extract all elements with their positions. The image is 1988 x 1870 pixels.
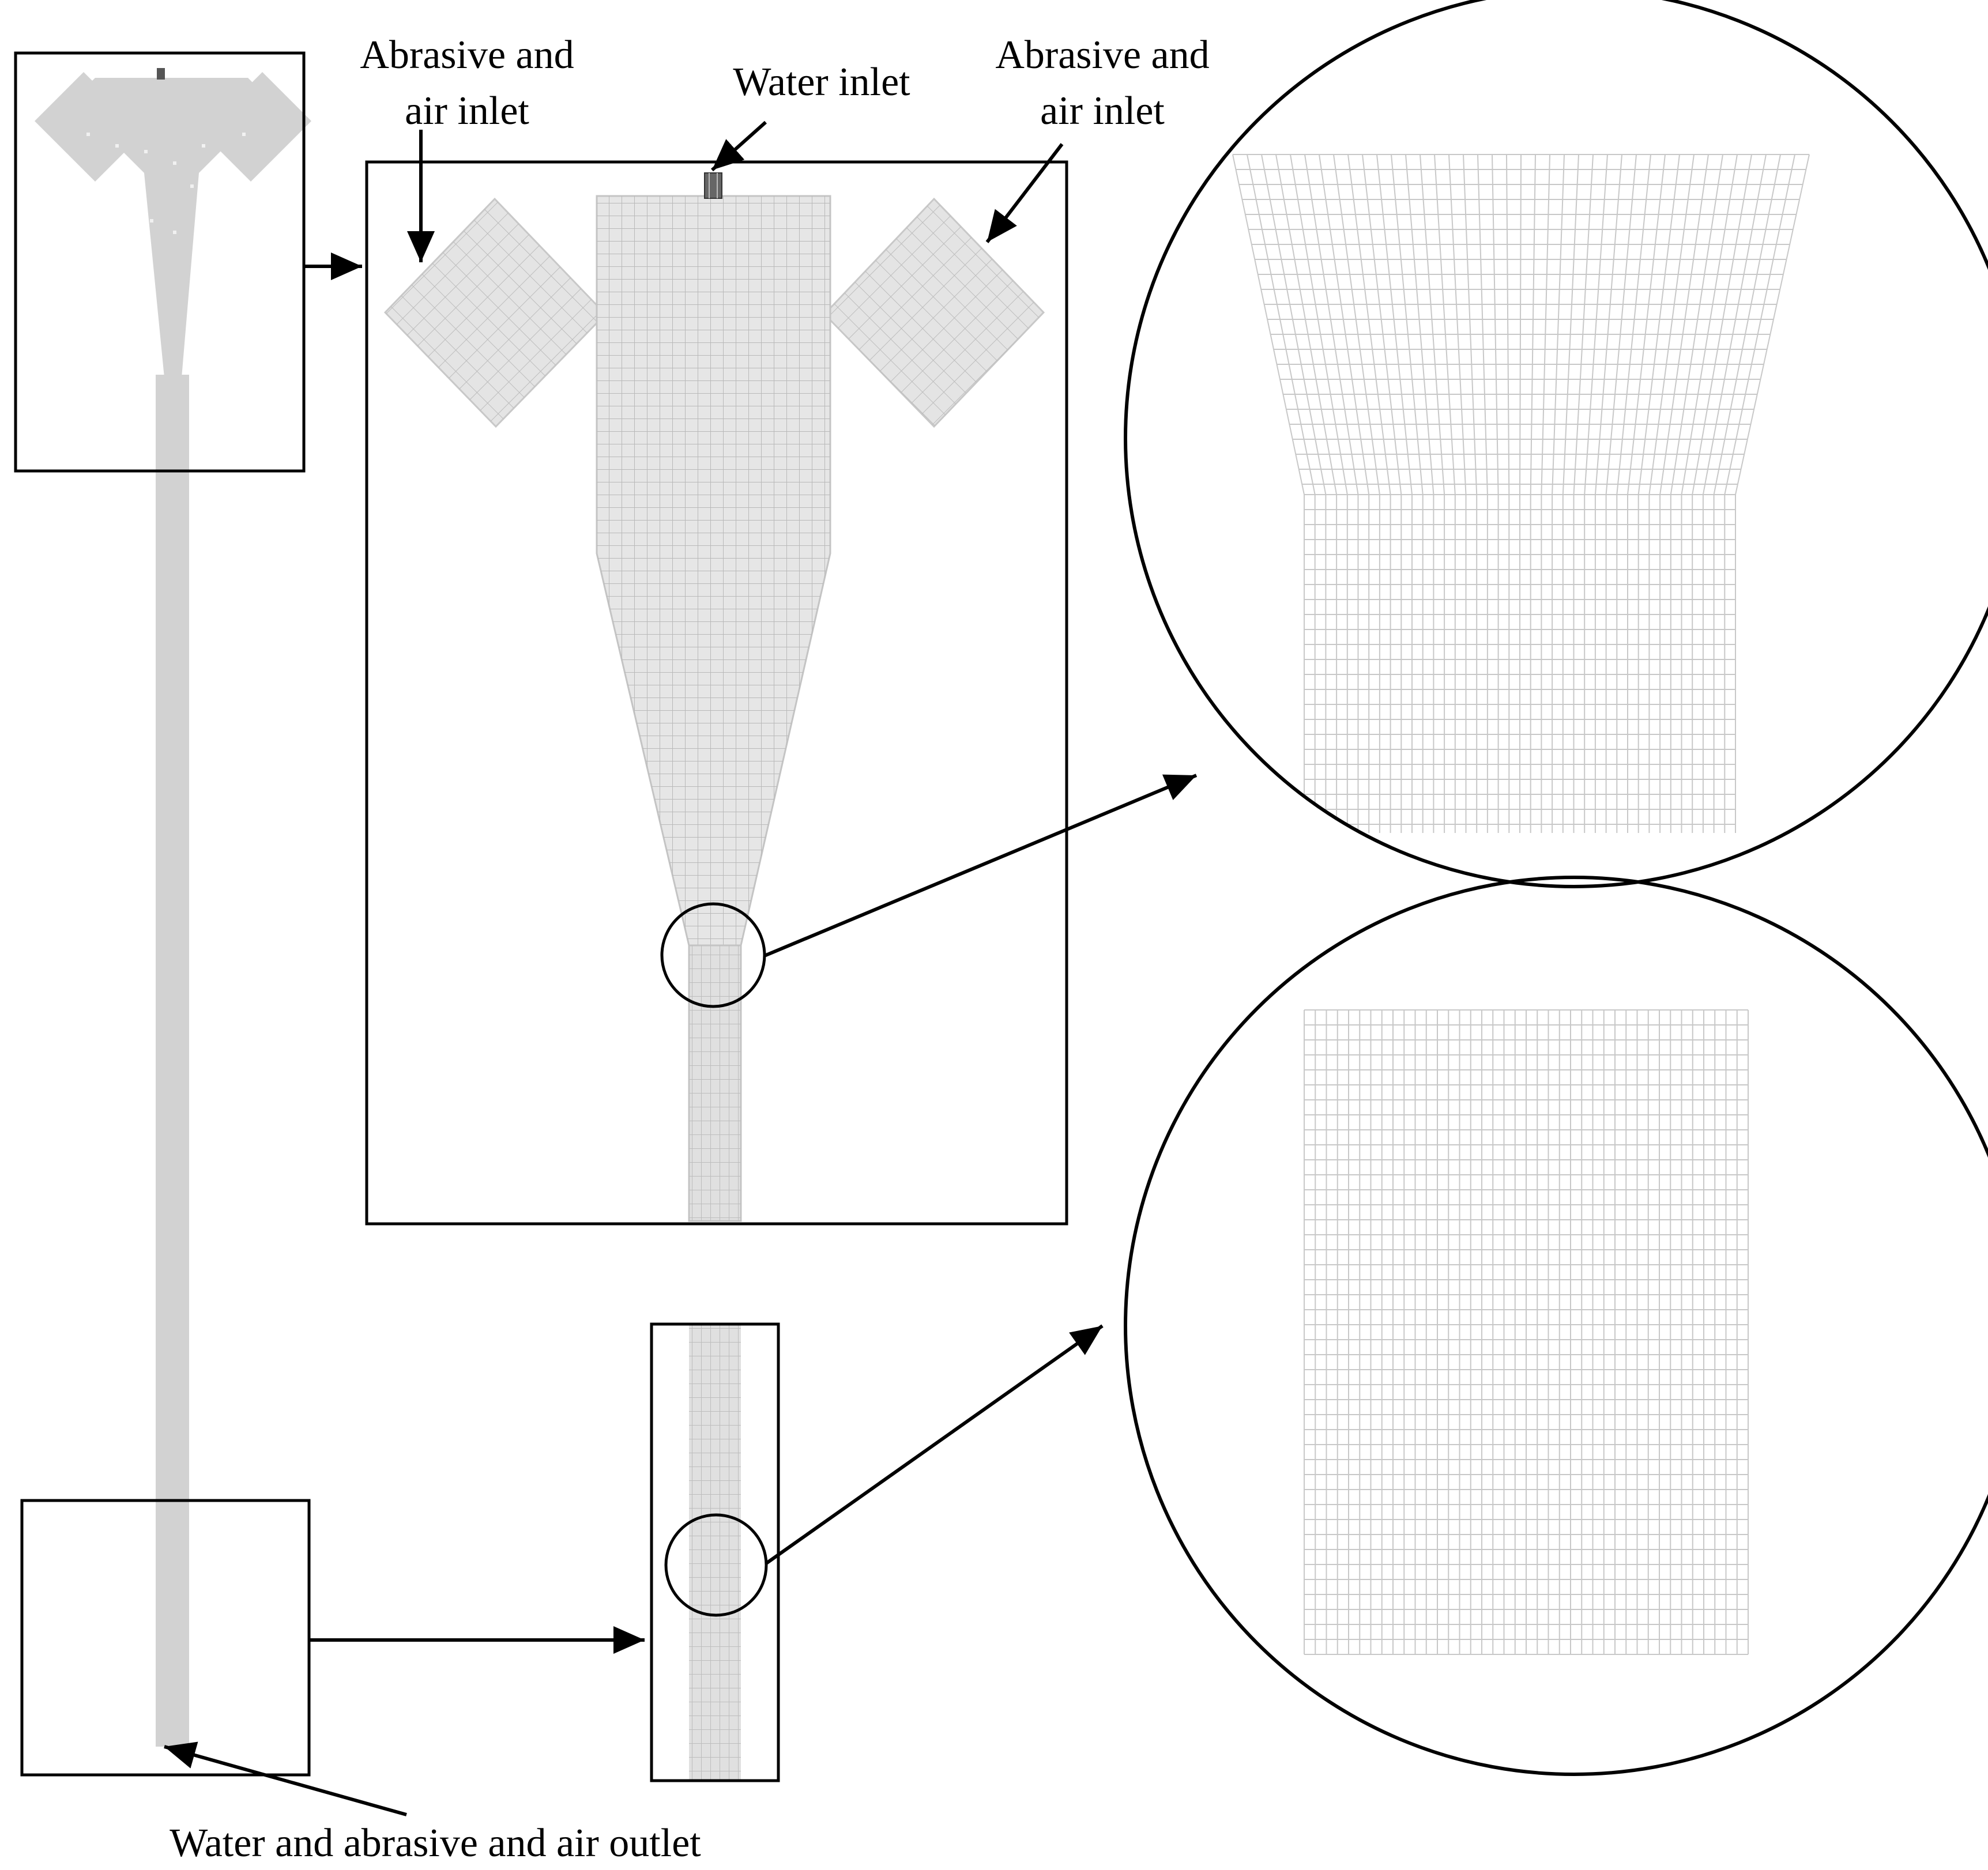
tube-detail-circle bbox=[1124, 876, 1988, 1776]
mixing-chamber-silhouette bbox=[72, 78, 271, 378]
tube-section-zoom bbox=[650, 1322, 780, 1782]
arrow-right-inlet bbox=[985, 143, 1064, 243]
water-inlet-marker bbox=[157, 68, 165, 80]
arrow-to-tube-detail bbox=[765, 1324, 1104, 1565]
labels: Abrasive and air inlet Water inlet Abras… bbox=[170, 33, 1209, 1865]
arrow-water-inlet bbox=[711, 120, 767, 172]
right-inlet-label-2: air inlet bbox=[1040, 89, 1165, 133]
tube-zoom-circle bbox=[664, 1513, 768, 1617]
convergence-detail-circle bbox=[1124, 0, 1988, 888]
arrow-to-convergence-detail bbox=[763, 774, 1198, 957]
overview-bottom-box bbox=[20, 1499, 311, 1777]
tube-section-frame bbox=[650, 1322, 780, 1782]
focusing-tube bbox=[156, 375, 189, 1747]
right-inlet-label-1: Abrasive and bbox=[995, 33, 1209, 77]
overview-top-box bbox=[14, 51, 306, 473]
nozzle-overview bbox=[14, 51, 311, 1777]
arrow-outlet bbox=[164, 1741, 407, 1816]
water-inlet-label: Water inlet bbox=[733, 60, 910, 104]
mixing-chamber-zoom bbox=[365, 160, 1068, 1226]
tube-mesh-detail bbox=[1124, 876, 1988, 1776]
left-inlet-label-2: air inlet bbox=[405, 89, 529, 133]
left-arm-silhouette bbox=[35, 72, 144, 182]
convergence-mesh-detail bbox=[1124, 0, 1988, 888]
left-inlet-label-1: Abrasive and bbox=[360, 33, 574, 77]
outlet-label: Water and abrasive and air outlet bbox=[170, 1821, 701, 1865]
water-inlet-port bbox=[704, 172, 722, 199]
right-arm-silhouette bbox=[202, 72, 311, 182]
arrows bbox=[164, 120, 1198, 1816]
